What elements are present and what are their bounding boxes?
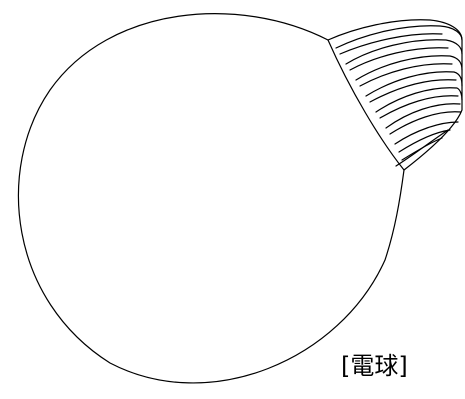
base-rim [395, 129, 449, 167]
bulb-globe [17, 13, 405, 384]
screw-threads [335, 25, 463, 161]
bulb-neck [327, 39, 405, 171]
figure-caption: [電球] [341, 352, 408, 380]
